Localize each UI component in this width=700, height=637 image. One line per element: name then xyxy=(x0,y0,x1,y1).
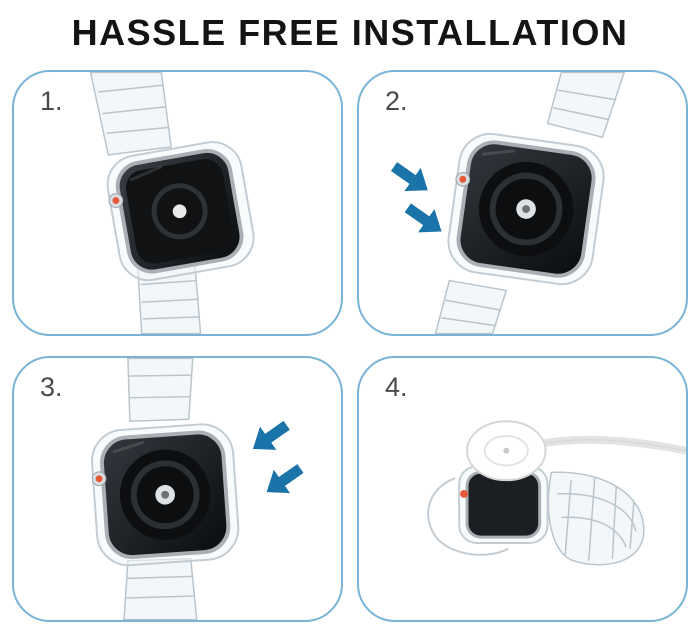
sensor-dot xyxy=(172,204,187,219)
sensor-dot-center xyxy=(161,490,170,499)
crown-red-dot xyxy=(112,197,120,205)
page-title: HASSLE FREE INSTALLATION xyxy=(71,12,629,53)
sensor-ring xyxy=(151,183,208,240)
watch-back xyxy=(91,423,240,567)
charger-cable-outline xyxy=(533,439,686,452)
step-number-3: 3. xyxy=(40,372,63,402)
illustration-step-4-charging xyxy=(427,420,686,566)
crown-red-dot xyxy=(95,475,103,483)
clear-band-bottom xyxy=(434,279,508,334)
step-number-2: 2. xyxy=(385,86,408,116)
clear-band-loop xyxy=(427,477,509,556)
snap-arrow-icon xyxy=(266,464,304,494)
clear-band-top xyxy=(89,72,172,156)
clear-band-coil xyxy=(547,471,645,566)
illustration-step-1-watch-band xyxy=(89,72,255,334)
glass-reflection xyxy=(482,149,515,156)
sensor-ring xyxy=(130,460,200,530)
crown-red-dot xyxy=(459,175,467,183)
step-panel-1: 1. xyxy=(12,70,343,336)
step-panel-4: 4. xyxy=(357,356,688,622)
watch-back xyxy=(447,132,605,286)
watch-side xyxy=(458,465,549,544)
step-panel-3: 3. xyxy=(12,356,343,622)
steps-grid: 1. xyxy=(0,54,700,622)
glass-reflection xyxy=(129,165,163,182)
clear-band-top xyxy=(546,72,626,139)
insert-arrow-icon xyxy=(404,203,442,233)
crown-red-dot xyxy=(460,489,468,498)
sensor-ring xyxy=(489,172,563,246)
step-panel-2: 2. xyxy=(357,70,688,336)
clear-band-top xyxy=(127,358,194,423)
magnetic-charger-puck xyxy=(466,420,547,482)
step-number-1: 1. xyxy=(40,86,63,116)
glass-reflection xyxy=(112,440,145,454)
illustration-step-3-snap-watch xyxy=(91,358,304,620)
step-number-4: 4. xyxy=(385,372,408,402)
watch-body xyxy=(465,470,542,539)
insert-arrow-icon xyxy=(390,162,428,192)
watch-back xyxy=(106,141,255,282)
illustration-step-2-insert-watch xyxy=(390,72,626,334)
sensor-dot-center xyxy=(522,205,530,213)
snap-arrow-icon xyxy=(252,420,290,450)
clear-band-bottom xyxy=(123,557,198,620)
